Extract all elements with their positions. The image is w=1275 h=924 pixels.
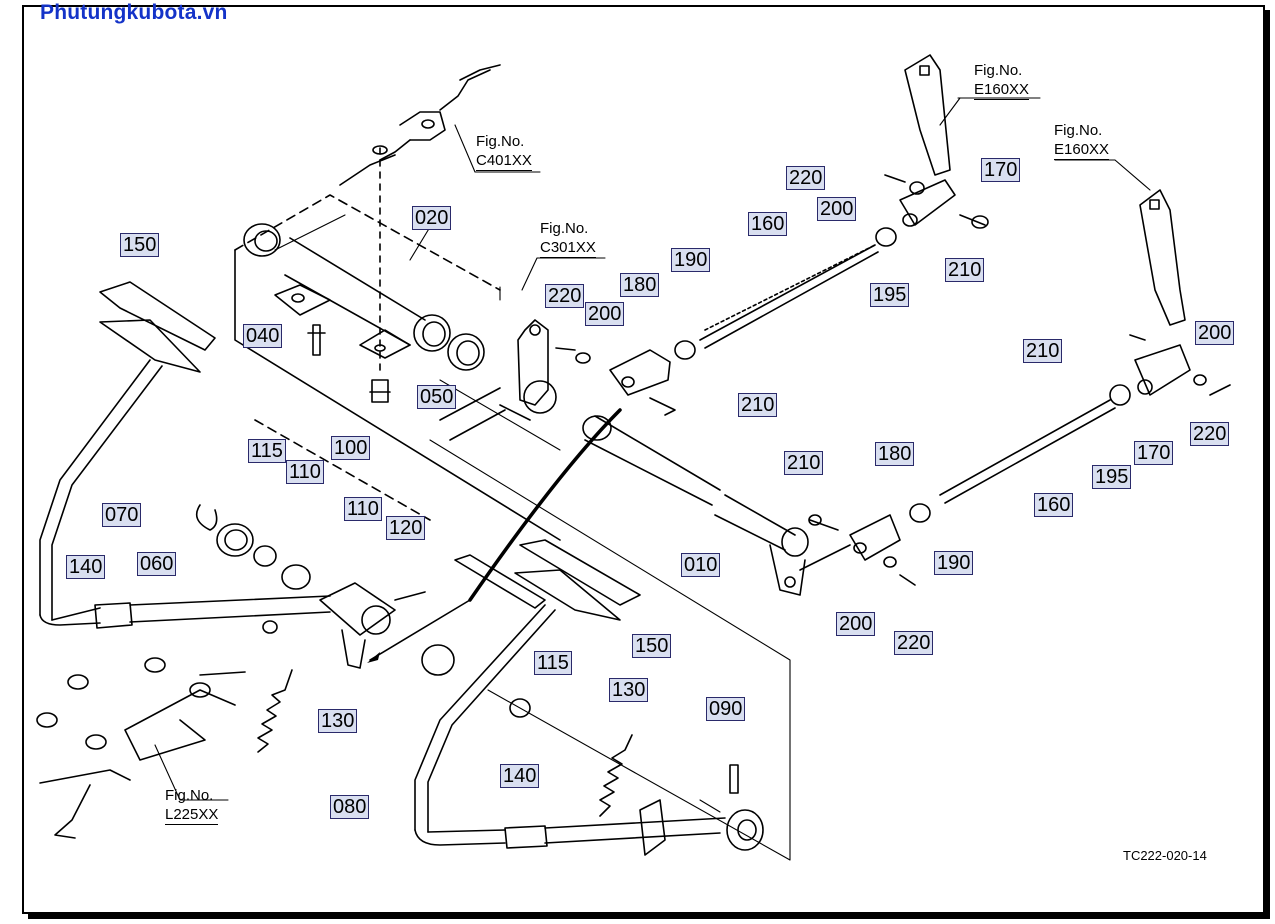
callout-130[interactable]: 130 <box>609 678 649 702</box>
frame-shadow-right <box>1265 10 1270 919</box>
drawing-code: TC222-020-14 <box>1123 848 1207 863</box>
fig-ref-label: Fig.No. <box>1054 122 1103 139</box>
callout-200[interactable]: 200 <box>1195 321 1235 345</box>
fig-ref-number: E160XX <box>974 81 1030 100</box>
callout-060[interactable]: 060 <box>137 552 177 576</box>
clevis-180-upper <box>555 347 676 416</box>
callout-160[interactable]: 160 <box>1034 493 1074 517</box>
pedal-150-left <box>39 281 331 629</box>
callout-100[interactable]: 100 <box>331 436 371 460</box>
callout-050[interactable]: 050 <box>417 385 457 409</box>
fig-ref-number: C301XX <box>540 239 596 258</box>
fig-ref-e160-upper: Fig.No. E160XX <box>974 61 1030 100</box>
guide-lines <box>429 379 791 861</box>
callout-195[interactable]: 195 <box>1092 465 1132 489</box>
callout-070[interactable]: 070 <box>102 503 142 527</box>
callout-150[interactable]: 150 <box>120 233 160 257</box>
spring-130-right <box>599 734 633 817</box>
callout-195[interactable]: 195 <box>870 283 910 307</box>
callout-180[interactable]: 180 <box>875 442 915 466</box>
callout-115[interactable]: 115 <box>534 651 572 675</box>
fig-ref-c301: Fig.No. C301XX <box>540 219 596 258</box>
callout-200[interactable]: 200 <box>585 302 625 326</box>
rod-160-lower <box>909 334 1231 523</box>
shaft-010 <box>582 415 851 596</box>
callout-180[interactable]: 180 <box>620 273 660 297</box>
callout-220[interactable]: 220 <box>545 284 585 308</box>
frame-shadow-bottom <box>28 914 1270 919</box>
callout-210[interactable]: 210 <box>945 258 985 282</box>
callout-080[interactable]: 080 <box>330 795 370 819</box>
pedal-150-right <box>414 539 764 856</box>
callout-140[interactable]: 140 <box>66 555 106 579</box>
lever-e160-right <box>1139 189 1186 326</box>
lever-e160-upper <box>904 54 951 176</box>
callout-190[interactable]: 190 <box>934 551 974 575</box>
rod-160-upper <box>674 174 989 360</box>
fig-ref-c401: Fig.No. C401XX <box>476 132 532 171</box>
callout-170[interactable]: 170 <box>1134 441 1174 465</box>
leader-lines <box>154 97 1151 801</box>
callout-210[interactable]: 210 <box>738 393 778 417</box>
arrow-line <box>369 599 471 661</box>
callout-220[interactable]: 220 <box>1190 422 1230 446</box>
callout-120[interactable]: 120 <box>386 516 426 540</box>
callout-020[interactable]: 020 <box>412 206 452 230</box>
callout-150[interactable]: 150 <box>632 634 672 658</box>
frame-fragment <box>339 64 501 186</box>
watermark: Phutungkubota.vn <box>40 1 228 24</box>
boss-assembly <box>234 145 561 541</box>
callout-040[interactable]: 040 <box>243 324 283 348</box>
clevis-180-lower <box>808 514 916 586</box>
callout-220[interactable]: 220 <box>894 631 934 655</box>
callout-210[interactable]: 210 <box>1023 339 1063 363</box>
fig-ref-label: Fig.No. <box>974 62 1023 79</box>
fig-ref-l225: Fig.No. L225XX <box>165 786 219 825</box>
callout-200[interactable]: 200 <box>836 612 876 636</box>
callout-190[interactable]: 190 <box>671 248 711 272</box>
callout-140[interactable]: 140 <box>500 764 540 788</box>
fig-ref-number: L225XX <box>165 806 219 825</box>
fig-ref-label: Fig.No. <box>540 220 589 237</box>
fig-ref-e160-right: Fig.No. E160XX <box>1054 121 1110 160</box>
arrow-heads <box>367 652 380 663</box>
fig-ref-label: Fig.No. <box>476 133 525 150</box>
spring-130-left <box>257 669 293 753</box>
callout-010[interactable]: 010 <box>681 553 721 577</box>
fig-ref-number: C401XX <box>476 152 532 171</box>
fig-ref-number: E160XX <box>1054 141 1110 160</box>
callout-090[interactable]: 090 <box>706 697 746 721</box>
callout-210[interactable]: 210 <box>784 451 824 475</box>
c301-arm <box>439 319 557 441</box>
callout-115[interactable]: 115 <box>248 439 286 463</box>
fig-ref-label: Fig.No. <box>165 787 214 804</box>
floor-plate-l225 <box>36 620 278 839</box>
callout-160[interactable]: 160 <box>748 212 788 236</box>
callout-110[interactable]: 110 <box>344 497 382 521</box>
callout-220[interactable]: 220 <box>786 166 826 190</box>
shaft-100 <box>195 419 455 676</box>
drawing-frame <box>22 5 1265 914</box>
callout-110[interactable]: 110 <box>286 460 324 484</box>
callout-200[interactable]: 200 <box>817 197 857 221</box>
callout-130[interactable]: 130 <box>318 709 358 733</box>
callout-170[interactable]: 170 <box>981 158 1021 182</box>
